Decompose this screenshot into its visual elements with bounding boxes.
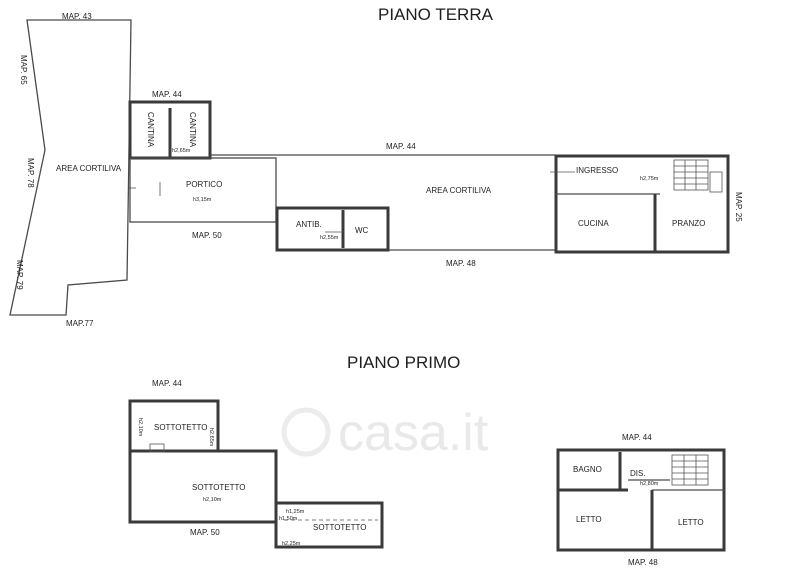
room-antib: ANTIB.	[296, 220, 322, 229]
room-bagno: BAGNO	[573, 465, 602, 474]
room-sottotetto-1: SOTTOTETTO	[154, 423, 207, 432]
room-wc: WC	[355, 226, 369, 235]
label-map44-b: MAP. 44	[386, 142, 416, 151]
portico-room	[129, 157, 277, 223]
antib-height: h2,55m	[320, 235, 339, 241]
room-cantina-1: CANTINA	[146, 112, 155, 148]
first-stairs	[671, 454, 709, 486]
sottotetto-1-height-a: h2,10m	[137, 418, 143, 437]
watermark: casa.it	[281, 404, 489, 462]
sottotetto-3-height-a: h1,25m	[286, 509, 305, 515]
label-first-map44-left: MAP. 44	[152, 379, 182, 388]
portico-height: h3,15m	[193, 197, 212, 203]
sottotetto-2-height: h2,10m	[203, 497, 222, 503]
label-map78: MAP. 78	[26, 158, 35, 188]
room-cantina-2: CANTINA	[188, 112, 197, 148]
label-map25: MAP. 25	[734, 192, 743, 222]
room-ingresso: INGRESSO	[576, 166, 618, 175]
label-first-map48: MAP. 48	[628, 558, 658, 567]
ground-stairs	[673, 159, 709, 191]
antib-wc-block	[275, 206, 390, 252]
dis-height: h2,80m	[640, 481, 659, 487]
room-letto-2: LETTO	[678, 518, 704, 527]
sottotetto-3-room	[274, 501, 384, 549]
sottotetto-2-room	[128, 449, 278, 524]
attic-hatch	[149, 443, 165, 453]
label-map44-a: MAP. 44	[152, 90, 182, 99]
label-first-map44-right: MAP. 44	[622, 433, 652, 442]
room-sottotetto-3: SOTTOTETTO	[313, 523, 366, 532]
sottotetto-3-height-c: h2,25m	[282, 541, 301, 547]
room-sottotetto-2: SOTTOTETTO	[192, 483, 245, 492]
room-dis: DIS.	[630, 469, 646, 478]
ground-floor-plan: MAP. 43 MAP. 65 MAP. 78 MAP. 79 MAP.77 M…	[9, 12, 743, 328]
first-floor-title: PIANO PRIMO	[347, 353, 460, 372]
label-map65: MAP. 65	[19, 55, 28, 85]
room-area-cortiliva-left: AREA CORTILIVA	[56, 164, 122, 173]
cantina-height: h2,65m	[172, 148, 191, 154]
room-cucina: CUCINA	[578, 219, 609, 228]
room-pranzo: PRANZO	[672, 219, 705, 228]
label-map79: MAP. 79	[15, 260, 24, 290]
sottotetto-1-height-b: h2,65m	[208, 428, 214, 447]
room-area-cortiliva-mid: AREA CORTILIVA	[426, 186, 492, 195]
label-map50: MAP. 50	[192, 231, 222, 240]
room-letto-1: LETTO	[576, 515, 602, 524]
watermark-text: casa.it	[338, 404, 489, 462]
watermark-logo-icon	[281, 407, 331, 457]
ground-window	[709, 171, 723, 193]
label-first-map50: MAP. 50	[190, 528, 220, 537]
first-floor-house	[556, 448, 726, 552]
label-map43: MAP. 43	[62, 12, 92, 21]
ingresso-height: h2,75m	[640, 176, 659, 182]
label-map77: MAP.77	[66, 319, 94, 328]
sottotetto-3-height-b: h1,50m	[279, 516, 298, 522]
ground-floor-title: PIANO TERRA	[378, 5, 494, 24]
first-floor-plan: MAP. 44 MAP. 50 MAP. 44 MAP. 48 SOTTOTET…	[128, 379, 726, 567]
room-portico: PORTICO	[186, 180, 222, 189]
left-courtyard-boundary	[9, 19, 132, 316]
label-map48: MAP. 48	[446, 259, 476, 268]
house-block	[554, 154, 730, 254]
